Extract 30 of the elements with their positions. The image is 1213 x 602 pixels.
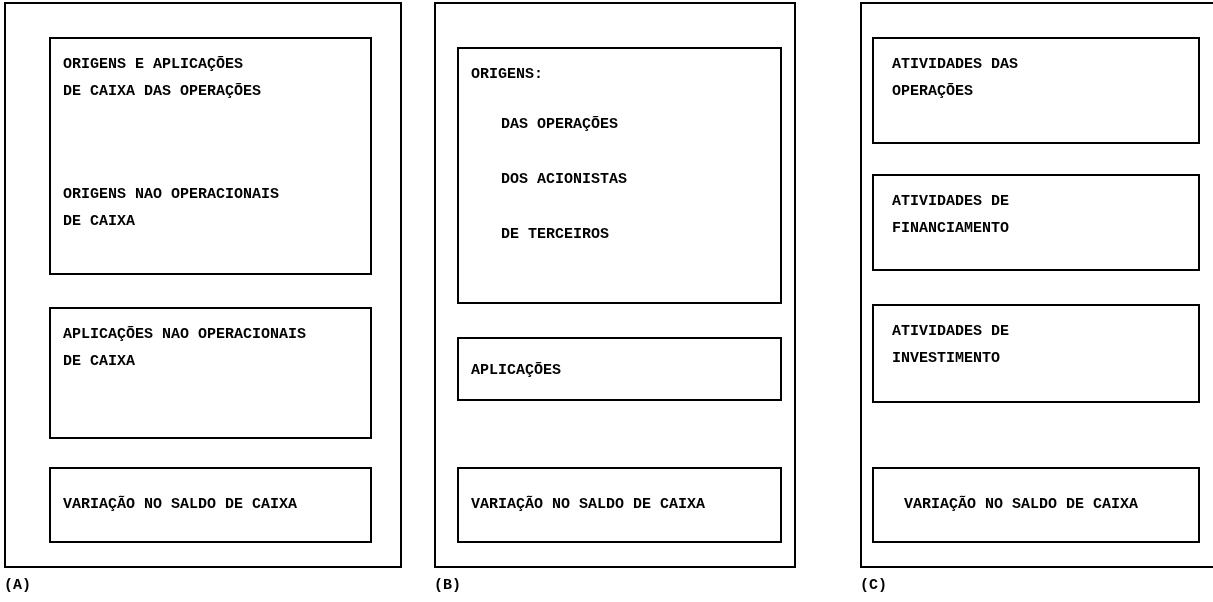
box-text: ATIVIDADES DE FINANCIAMENTO (892, 192, 1011, 239)
panel-frame (434, 2, 796, 568)
box-text: DAS OPERAÇÕES (501, 115, 620, 135)
text-box (872, 174, 1200, 271)
box-text: VARIAÇÃO NO SALDO DE CAIXA (471, 494, 707, 515)
text-box (49, 307, 372, 439)
text-box (872, 304, 1200, 403)
box-text: VARIAÇÃO NO SALDO DE CAIXA (63, 494, 299, 515)
box-text: DE TERCEIROS (501, 225, 611, 245)
box-text: ORIGENS NAO OPERACIONAIS DE CAIXA (63, 185, 281, 232)
text-box (457, 47, 782, 304)
panel-frame (4, 2, 402, 568)
box-text: APLICAÇÕES (471, 361, 562, 381)
text-box (872, 37, 1200, 144)
panel-label: (C) (860, 577, 887, 594)
box-text: VARIAÇÃO NO SALDO DE CAIXA (904, 494, 1140, 515)
text-box (49, 467, 372, 543)
text-box (49, 37, 372, 275)
text-box (872, 467, 1200, 543)
text-box (457, 337, 782, 401)
box-text: ORIGENS: (471, 65, 544, 85)
box-text: ATIVIDADES DE INVESTIMENTO (892, 322, 1011, 369)
box-text: APLICAÇÕES NAO OPERACIONAIS DE CAIXA (63, 325, 308, 372)
box-text: DOS ACIONISTAS (501, 170, 629, 190)
panel-frame (860, 2, 1213, 568)
panel-label: (A) (4, 577, 31, 594)
box-text: ORIGENS E APLICAÇÕES DE CAIXA DAS OPERAÇÕES (63, 55, 263, 102)
panel-label: (B) (434, 577, 461, 594)
text-box (457, 467, 782, 543)
box-text: ATIVIDADES DAS OPERAÇÕES (892, 55, 1020, 102)
